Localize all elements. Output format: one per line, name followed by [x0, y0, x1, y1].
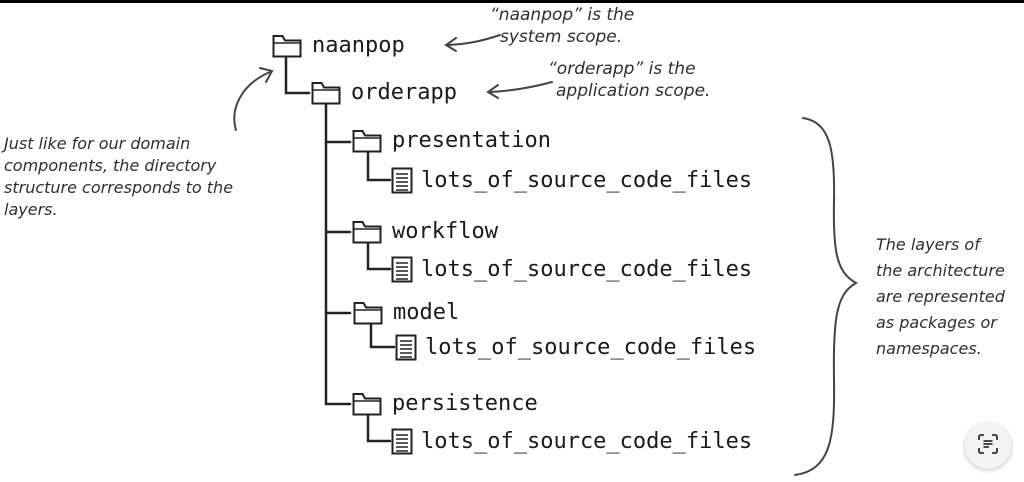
note-line: the architecture	[876, 261, 1005, 280]
lens-icon	[977, 433, 999, 459]
folder-icon	[272, 34, 302, 58]
folder-label: naanpop	[312, 33, 405, 58]
folder-icon	[353, 301, 383, 325]
folder-label: presentation	[392, 128, 551, 153]
note-line: The layers of	[876, 235, 980, 254]
top-border	[0, 0, 1024, 3]
folder-orderapp[interactable]: orderapp	[311, 80, 457, 105]
folder-icon	[352, 129, 382, 153]
folder-label: orderapp	[351, 80, 457, 105]
note-line: system scope.	[500, 27, 623, 47]
file-icon	[391, 256, 413, 283]
note-line: “orderapp” is the	[548, 59, 696, 79]
file-model-sources[interactable]: lots_of_source_code_files	[395, 334, 756, 361]
note-line: are represented	[876, 287, 1005, 306]
layers-note: The layers of the architecture are repre…	[876, 232, 1005, 362]
file-icon	[395, 334, 417, 361]
note-line: as packages or	[876, 313, 997, 332]
note-line: structure corresponds to the	[4, 178, 234, 197]
file-label: lots_of_source_code_files	[421, 168, 753, 193]
file-label: lots_of_source_code_files	[421, 257, 753, 282]
file-label: lots_of_source_code_files	[425, 335, 757, 360]
note-line: Just like for our domain	[4, 134, 191, 153]
folder-workflow[interactable]: workflow	[352, 219, 498, 244]
folder-icon	[352, 392, 382, 416]
folder-persistence[interactable]: persistence	[352, 391, 538, 416]
note-line: namespaces.	[876, 339, 982, 358]
file-persistence-sources[interactable]: lots_of_source_code_files	[391, 428, 752, 455]
directory-structure-note: Just like for our domain components, the…	[4, 133, 233, 221]
folder-icon	[311, 81, 341, 105]
folder-presentation[interactable]: presentation	[352, 128, 551, 153]
system-scope-note: “naanpop” is the system scope.	[490, 4, 634, 48]
folder-model[interactable]: model	[353, 300, 459, 325]
folder-naanpop[interactable]: naanpop	[272, 33, 405, 58]
application-scope-note: “orderapp” is the application scope.	[548, 58, 710, 102]
note-line: layers.	[4, 200, 58, 219]
note-line: components, the directory	[4, 156, 217, 175]
file-label: lots_of_source_code_files	[421, 429, 753, 454]
folder-label: model	[393, 300, 460, 325]
note-line: application scope.	[556, 81, 711, 101]
file-workflow-sources[interactable]: lots_of_source_code_files	[391, 256, 752, 283]
file-icon	[391, 167, 413, 194]
folder-label: workflow	[392, 219, 498, 244]
file-presentation-sources[interactable]: lots_of_source_code_files	[391, 167, 752, 194]
note-line: “naanpop” is the	[490, 5, 635, 25]
folder-icon	[352, 220, 382, 244]
folder-label: persistence	[392, 391, 538, 416]
file-icon	[391, 428, 413, 455]
lens-button[interactable]	[965, 423, 1011, 469]
